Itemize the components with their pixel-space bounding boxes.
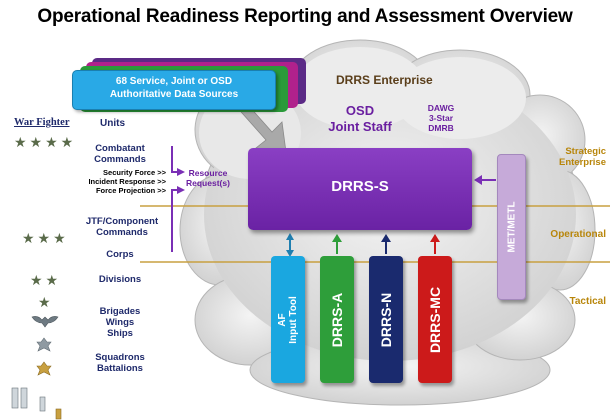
joint-staff-label: Joint Staff — [328, 119, 392, 134]
second-lieutenant-bar-icon — [55, 408, 62, 420]
resource-label-line1: Resource — [188, 168, 228, 178]
operational-label: Operational — [550, 229, 606, 240]
dawg-line1: DAWG — [427, 103, 455, 113]
source-box-line1: 68 Service, Joint or OSD — [115, 76, 233, 87]
captain-bars-icon — [11, 387, 28, 409]
combatant-line: Combatant — [95, 143, 145, 154]
battalions-line: Battalions — [97, 363, 143, 374]
input-tool-label: Input Tool — [288, 295, 299, 344]
brigades-line: Brigades — [99, 306, 141, 317]
combatant-commands-label: Combatant Commands — [82, 143, 158, 165]
drrs-enterprise-label: DRRS Enterprise — [336, 73, 433, 87]
commands-line: Commands — [94, 154, 146, 165]
dawg-line3: DMRB — [428, 123, 454, 133]
strategic-line: Strategic — [565, 146, 606, 157]
resource-request-label: Resource Request(s) — [186, 168, 230, 188]
drrs-s-box: DRRS-S — [248, 148, 472, 230]
drrs-n-bar: DRRS-N — [369, 256, 403, 383]
drrs-mc-label: DRRS-MC — [427, 286, 443, 353]
drrs-a-bar: DRRS-A — [320, 256, 354, 383]
oak-leaf-icon-silver — [36, 337, 52, 352]
system-arrows — [286, 233, 440, 257]
three-star-rank-icon: ★★★ — [22, 230, 69, 246]
af-input-tool-label: AF Input Tool — [277, 296, 299, 344]
incident-response-label: Incident Response >> — [88, 177, 166, 186]
divisions-label: Divisions — [98, 274, 142, 285]
osd-label: OSD — [345, 103, 375, 118]
dawg-line2: 3-Star — [428, 113, 454, 123]
security-force-label: Security Force >> — [103, 168, 166, 177]
four-star-rank-icon: ★★★★ — [14, 134, 77, 150]
drrs-mc-bar: DRRS-MC — [418, 256, 452, 383]
brigades-wings-ships-label: Brigades Wings Ships — [88, 306, 152, 339]
oak-leaf-icon-gold — [36, 361, 52, 376]
af-label: AF — [277, 312, 288, 327]
dawg-label: DAWG 3-Star DMRB — [416, 103, 466, 133]
jtf-component-commands-label: JTF/Component Commands — [76, 216, 168, 238]
lieutenant-bar-icon — [39, 396, 46, 412]
af-input-tool-bar: AF Input Tool — [271, 256, 305, 383]
squadrons-battalions-label: Squadrons Battalions — [84, 352, 156, 374]
enterprise-line: Enterprise — [559, 157, 606, 168]
authoritative-data-sources-box: 68 Service, Joint or OSD Authoritative D… — [72, 70, 276, 110]
war-fighter-label: War Fighter — [14, 117, 70, 128]
drrs-n-label: DRRS-N — [378, 292, 394, 347]
resource-request-bracket-bottom — [171, 189, 178, 252]
squadrons-line: Squadrons — [95, 352, 145, 363]
drrs-s-label: DRRS-S — [331, 178, 389, 195]
two-star-rank-icon: ★★ — [30, 272, 62, 288]
resource-label-line2: Request(s) — [186, 178, 230, 188]
met-metl-bar: MET/METL — [497, 154, 526, 300]
force-projection-label: Force Projection >> — [95, 186, 166, 195]
strategic-enterprise-label: Strategic Enterprise — [532, 146, 606, 168]
one-star-rank-icon: ★ — [38, 294, 54, 310]
units-label: Units — [100, 118, 125, 129]
jtf-line: JTF/Component — [85, 216, 159, 227]
colonel-eagle-icon — [31, 316, 59, 328]
drrs-a-label: DRRS-A — [329, 292, 345, 347]
page-title: Operational Readiness Reporting and Asse… — [37, 6, 573, 27]
jtf-commands-line: Commands — [96, 227, 148, 238]
corps-label: Corps — [106, 249, 134, 260]
resource-request-bracket-top — [171, 146, 178, 173]
wings-line: Wings — [105, 317, 135, 328]
tactical-label: Tactical — [569, 296, 607, 307]
ships-line: Ships — [107, 328, 133, 339]
source-box-line2: Authoritative Data Sources — [109, 89, 239, 100]
met-metl-label: MET/METL — [506, 201, 517, 253]
